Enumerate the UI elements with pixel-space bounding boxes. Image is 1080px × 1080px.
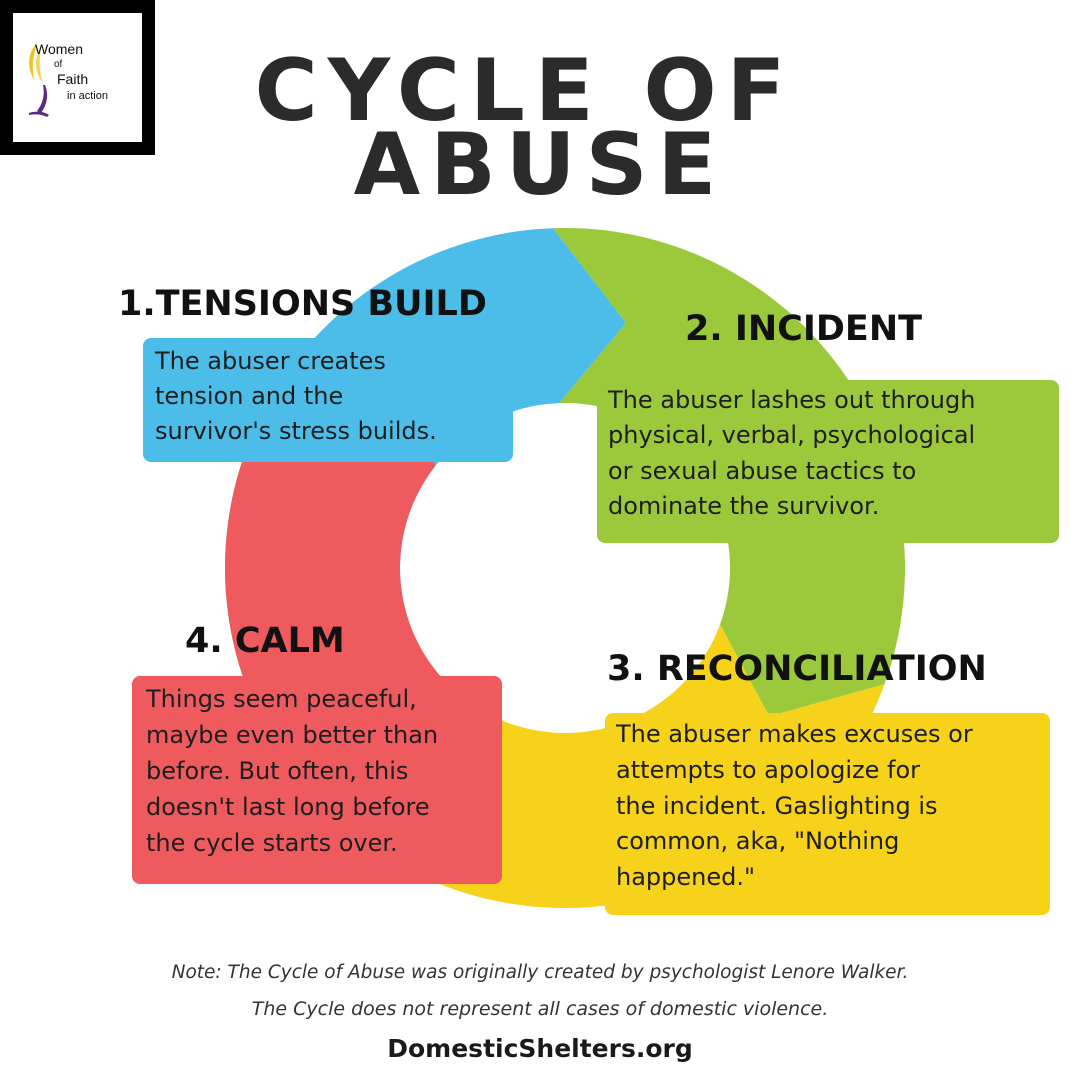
stage-3-line: common, aka, "Nothing <box>616 827 900 856</box>
page-title-line-1: CYCLE OF <box>254 41 796 141</box>
stage-4-line: doesn't last long before <box>146 793 430 821</box>
stage-4-line: maybe even better than <box>146 721 439 749</box>
page-title-line-2: ABUSE <box>353 115 727 215</box>
stage-1-line: The abuser creates <box>155 347 386 375</box>
logo-text-in-action: in action <box>67 90 108 102</box>
stage-4-line: the cycle starts over. <box>146 829 398 857</box>
stage-3-line: happened." <box>616 863 756 891</box>
stage-4-line: Things seem peaceful, <box>146 685 417 713</box>
stage-3-heading: 3. RECONCILIATION <box>607 649 987 689</box>
logo-text-faith: Faith <box>57 71 89 87</box>
stage-3-description: The abuser makes excuses or attempts to … <box>605 713 1050 915</box>
stage-2-line: physical, verbal, psychological <box>608 421 976 450</box>
stage-1-line: survivor's stress builds. <box>155 416 437 445</box>
stage-2-description: The abuser lashes out through physical, … <box>597 380 1059 543</box>
stage-3-line: the incident. Gaslighting is <box>616 791 938 820</box>
stage-3-line: attempts to apologize for <box>616 755 921 784</box>
stage-1-heading: 1.TENSIONS BUILD <box>118 284 487 324</box>
logo-panel: Women of Faith in action <box>13 13 142 142</box>
stage-4-heading: 4. CALM <box>185 621 345 661</box>
logo-text-women: Women <box>35 41 83 57</box>
stage-2-heading: 2. INCIDENT <box>685 309 922 349</box>
stage-4-line: before. But often, this <box>146 757 409 785</box>
stage-2-line: dominate the survivor. <box>608 491 880 520</box>
stage-3-line: The abuser makes excuses or <box>616 720 973 748</box>
stage-2-line: The abuser lashes out through <box>608 386 976 414</box>
stage-1-description: The abuser creates tension and the survi… <box>143 338 513 462</box>
footnote-origin: Note: The Cycle of Abuse was originally … <box>171 962 909 983</box>
footnote-disclaimer: The Cycle does not represent all cases o… <box>251 998 829 1020</box>
stage-4-description: Things seem peaceful, maybe even better … <box>132 676 502 884</box>
stage-1-line: tension and the <box>155 381 344 410</box>
dove-icon <box>29 43 49 117</box>
logo: Women of Faith in action <box>0 0 155 155</box>
logo-text-of: of <box>54 59 63 70</box>
source-site: DomesticShelters.org <box>387 1034 693 1063</box>
stage-2-line: or sexual abuse tactics to <box>608 456 917 485</box>
